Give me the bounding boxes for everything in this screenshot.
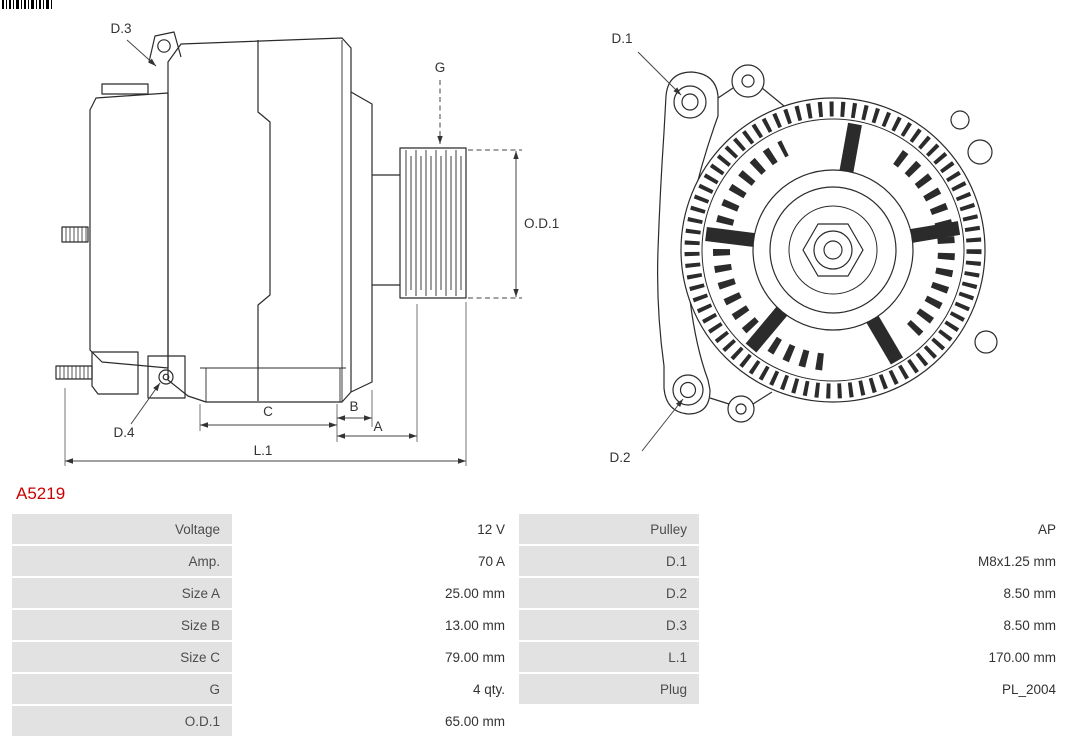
spec-row: Voltage 12 V Pulley AP	[12, 514, 1068, 544]
spec-label: Size A	[12, 578, 232, 608]
spec-value: 79.00 mm	[234, 642, 517, 672]
shaft-nut	[802, 223, 864, 277]
spec-label: L.1	[519, 642, 699, 672]
terminal-stud	[61, 226, 89, 243]
spec-label: O.D.1	[12, 706, 232, 736]
spec-empty-cell	[519, 706, 1068, 736]
spec-value: 65.00 mm	[234, 706, 517, 736]
spec-label: Size C	[12, 642, 232, 672]
spec-row: Size C 79.00 mm L.1 170.00 mm	[12, 642, 1068, 672]
label-d3: D.3	[110, 21, 131, 36]
technical-diagram-area: D.3 G O.D.1 D.4 C B A L.1	[2, 0, 998, 466]
stator-ribs	[684, 101, 982, 399]
spec-value: 12 V	[234, 514, 517, 544]
spec-value: M8x1.25 mm	[701, 546, 1068, 576]
vent-slots-left	[713, 140, 824, 371]
spec-label: D.2	[519, 578, 699, 608]
front-view-labels: D.1 D.2	[609, 31, 632, 465]
label-od1: O.D.1	[524, 216, 559, 231]
top-mounting-ear	[148, 31, 182, 63]
pulley-side	[399, 147, 467, 299]
spec-value: 8.50 mm	[701, 610, 1068, 640]
label-d1: D.1	[611, 31, 632, 46]
mounting-hole-d2	[679, 381, 697, 399]
leader-d2	[641, 398, 684, 452]
label-d4: D.4	[113, 425, 135, 440]
spec-label: D.3	[519, 610, 699, 640]
rear-housing	[89, 92, 169, 369]
spec-value: AP	[701, 514, 1068, 544]
label-c: C	[263, 404, 273, 419]
label-g: G	[435, 60, 446, 75]
spec-label: Size B	[12, 610, 232, 640]
rear-housing-lug	[91, 351, 139, 395]
spec-value: 8.50 mm	[701, 578, 1068, 608]
spec-value: 13.00 mm	[234, 610, 517, 640]
front-bracket	[167, 37, 373, 403]
spec-row: Size A 25.00 mm D.2 8.50 mm	[12, 578, 1068, 608]
spec-label: Plug	[519, 674, 699, 704]
spec-label: G	[12, 674, 232, 704]
spec-row: Amp. 70 A D.1 M8x1.25 mm	[12, 546, 1068, 576]
leader-d3	[126, 39, 157, 67]
label-a: A	[373, 419, 382, 434]
leader-d4	[130, 382, 161, 425]
bottom-mounting-lug	[147, 355, 186, 399]
spec-label: Amp.	[12, 546, 232, 576]
side-view-labels: D.3 G O.D.1 D.4 C B A L.1	[110, 21, 559, 458]
side-view-drawing	[55, 31, 467, 403]
spec-value: 25.00 mm	[234, 578, 517, 608]
spec-label: Pulley	[519, 514, 699, 544]
spec-label: D.1	[519, 546, 699, 576]
leader-d1	[637, 51, 682, 96]
front-view-dimensions	[637, 51, 684, 452]
label-l1: L.1	[254, 443, 273, 458]
label-d2: D.2	[609, 450, 630, 465]
spec-value: PL_2004	[701, 674, 1068, 704]
mounting-hole-d1	[681, 93, 699, 111]
spec-value: 4 qty.	[234, 674, 517, 704]
label-b: B	[349, 399, 358, 414]
spec-label: Voltage	[12, 514, 232, 544]
part-number: A5219	[16, 484, 66, 503]
shaft	[372, 174, 400, 286]
rear-housing-rib	[101, 83, 149, 95]
front-view-drawing	[657, 64, 998, 423]
vent-slots-right	[893, 150, 955, 337]
mounting-bolt	[55, 365, 93, 380]
spec-row: Size B 13.00 mm D.3 8.50 mm	[12, 610, 1068, 640]
spec-row: O.D.1 65.00 mm	[12, 706, 1068, 736]
spec-table: Voltage 12 V Pulley AP Amp. 70 A D.1 M8x…	[10, 512, 1070, 738]
barcode	[2, 0, 52, 9]
spec-row: G 4 qty. Plug PL_2004	[12, 674, 1068, 704]
alternator-technical-drawing: D.3 G O.D.1 D.4 C B A L.1	[2, 0, 998, 466]
spec-value: 70 A	[234, 546, 517, 576]
side-view-dimensions	[64, 39, 522, 466]
spec-value: 170.00 mm	[701, 642, 1068, 672]
